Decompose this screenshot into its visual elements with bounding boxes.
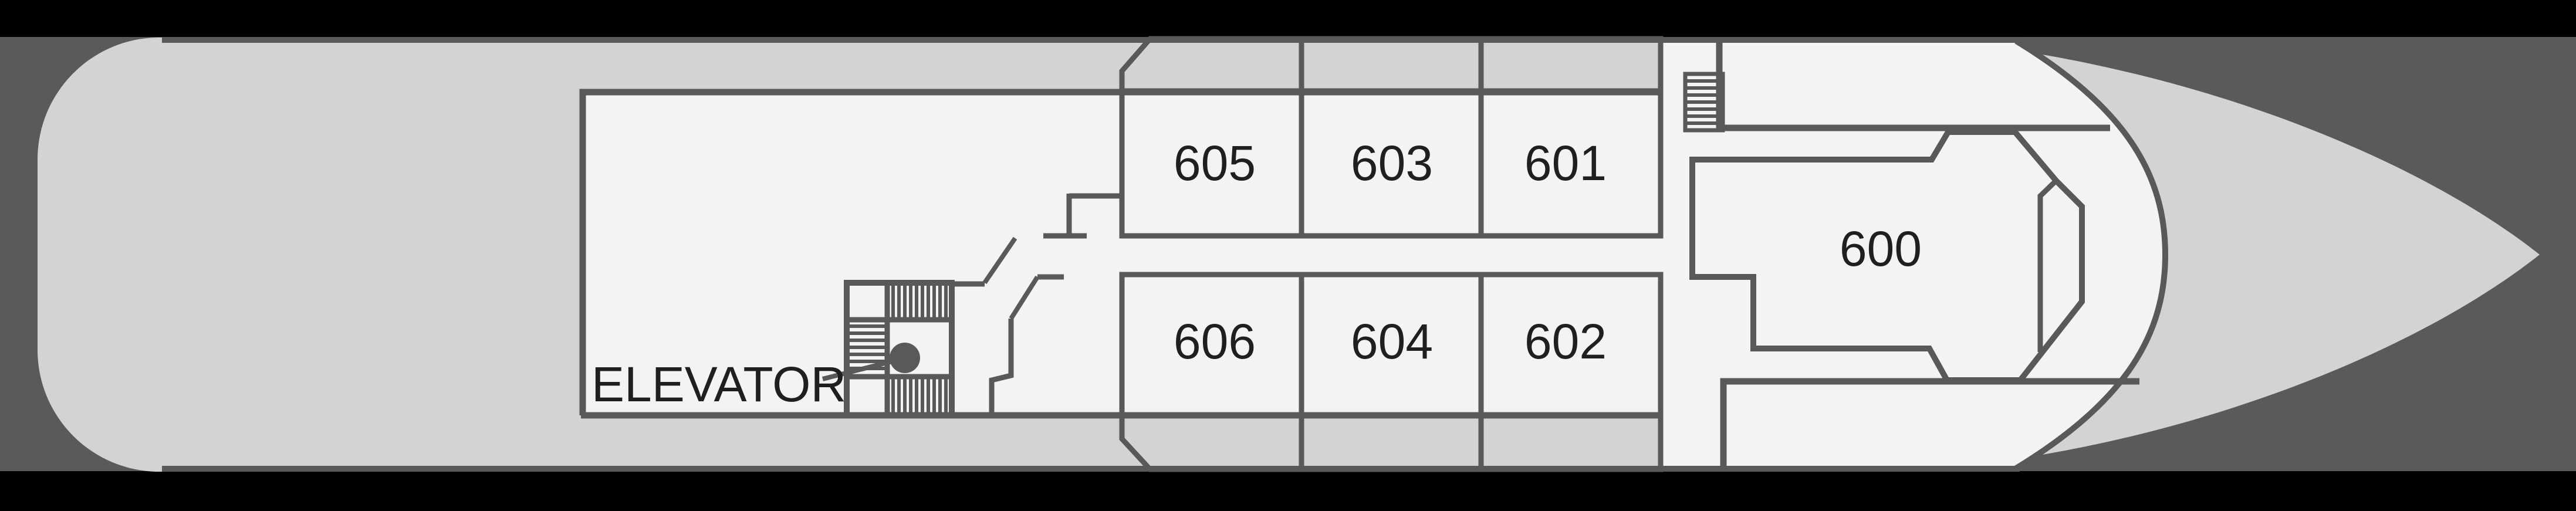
stairs-side-treads <box>849 324 885 370</box>
cabin-606-label: 606 <box>1174 314 1256 369</box>
elevator-label: ELEVATOR <box>591 357 846 412</box>
cabin-row-bottom-dividers <box>1122 275 1661 469</box>
stairwell-icon <box>844 280 955 418</box>
cabin-604-label: 604 <box>1351 314 1433 369</box>
elevator-icon <box>890 343 920 373</box>
cabin-603-label: 603 <box>1351 136 1433 191</box>
cabin-600[interactable] <box>1689 129 2085 383</box>
stairs-lower-treads <box>891 379 948 413</box>
bow-curve-wall <box>2014 38 2169 471</box>
cabin-605-label: 605 <box>1174 136 1256 191</box>
elevator-leader-line <box>822 357 902 381</box>
deck-interior <box>581 41 2163 468</box>
stairs-upper-treads <box>891 285 948 317</box>
top-frame-bar <box>0 0 2576 37</box>
cabin-600-balcony-line <box>2037 178 2058 352</box>
cabin-row-bottom[interactable] <box>1119 272 1664 472</box>
cabin-601-label: 601 <box>1524 136 1607 191</box>
door-swing-upper <box>982 236 1017 285</box>
bow-stairs-icon <box>1683 72 1725 133</box>
cabin-602-label: 602 <box>1524 314 1607 369</box>
cabin-600-label: 600 <box>1840 221 1922 276</box>
cabin-row-top[interactable] <box>1119 36 1664 239</box>
door-swing-lower <box>1009 275 1040 320</box>
corridor-partitions <box>949 193 1122 414</box>
bottom-frame-bar <box>0 471 2576 511</box>
cabin-row-top-dividers <box>1122 39 1661 236</box>
